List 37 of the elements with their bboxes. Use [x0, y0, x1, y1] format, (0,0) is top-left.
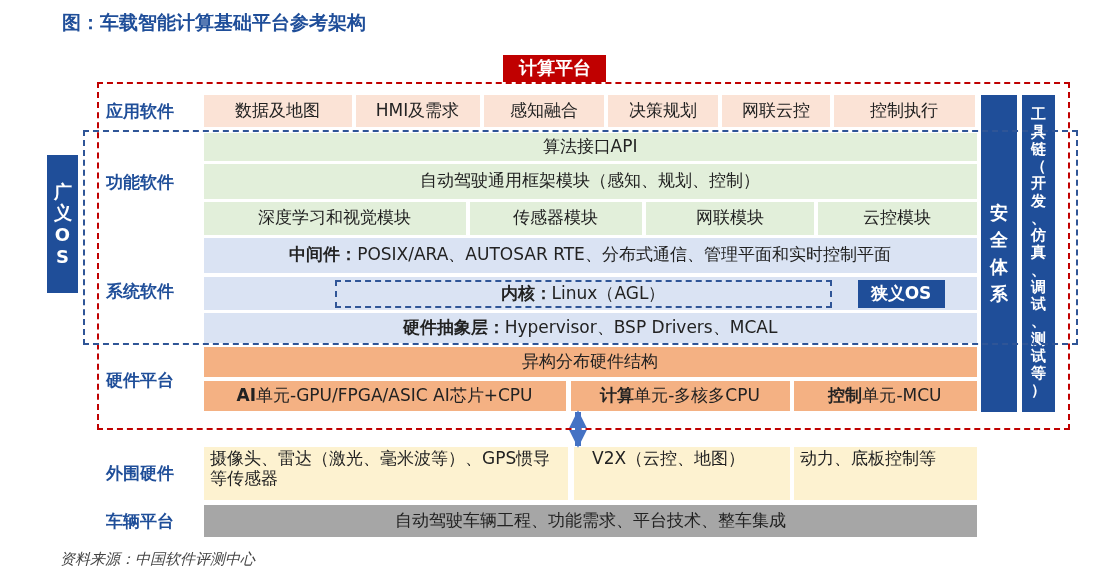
- row-label: 外围硬件: [106, 462, 174, 485]
- module-box: 云控模块: [817, 201, 977, 235]
- app-box: 决策规划: [607, 94, 718, 127]
- vehicle-bar: 自动驾驶车辆工程、功能需求、平台技术、整车集成: [204, 505, 977, 537]
- module-box: 传感器模块: [469, 201, 642, 235]
- module-box: 自动驾驶通用框架模块（感知、规划、控制）: [203, 163, 977, 199]
- layer-box: 中间件：POSIX/ARA、AUTOSAR RTE、分布式通信、管理平面和实时控制平面: [203, 237, 977, 273]
- app-box: HMI及需求: [355, 94, 480, 127]
- os-badge: 狭义OS: [857, 279, 945, 308]
- caption: 资料来源：中国软件评测中心: [60, 550, 255, 569]
- frame-title: 计算平台: [503, 55, 606, 82]
- app-box: 感知融合: [483, 94, 604, 127]
- app-box: 网联云控: [721, 94, 830, 127]
- double-arrow: [569, 410, 587, 448]
- hardware-box: 计算单元-多核多CPU: [570, 380, 790, 411]
- module-box: 深度学习和视觉模块: [203, 201, 466, 235]
- kernel-frame: 内核：Linux（AGL）: [334, 279, 832, 308]
- peripheral-box: 动力、底板控制等: [794, 447, 977, 500]
- hardware-box: AI单元-GPU/FPGA/ASIC AI芯片+CPU: [203, 380, 566, 411]
- row-label: 应用软件: [106, 100, 174, 123]
- layer-band: [203, 276, 977, 310]
- row-label: 车辆平台: [106, 510, 174, 533]
- app-box: 数据及地图: [203, 94, 352, 127]
- peripheral-box: V2X（云控、地图）: [574, 447, 790, 500]
- hardware-box: 异构分布硬件结构: [203, 346, 977, 377]
- title: 图：车载智能计算基础平台参考架构: [62, 10, 366, 35]
- app-box: 控制执行: [833, 94, 975, 127]
- vertical-bar: 安全体系: [980, 94, 1017, 412]
- row-label: 功能软件: [106, 171, 174, 194]
- module-box: 算法接口API: [203, 132, 977, 161]
- module-box: 网联模块: [645, 201, 814, 235]
- side-tab: 广义OS: [47, 155, 78, 293]
- row-label: 系统软件: [106, 280, 174, 303]
- hardware-box: 控制单元-MCU: [793, 380, 977, 411]
- peripheral-box: 摄像头、雷达（激光、毫米波等）、GPS惯导等传感器: [204, 447, 568, 500]
- layer-box: 硬件抽象层：Hypervisor、BSP Drivers、MCAL: [203, 312, 977, 343]
- row-label: 硬件平台: [106, 369, 174, 392]
